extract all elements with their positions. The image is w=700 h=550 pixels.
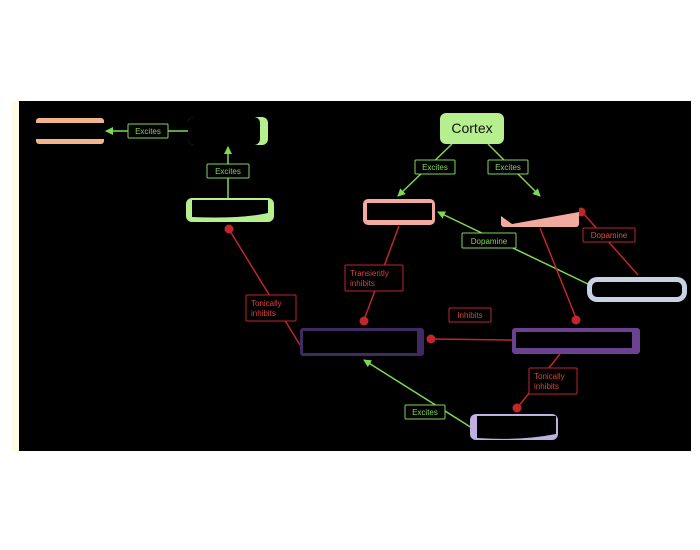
svg-text:Excites: Excites <box>135 127 161 136</box>
label-excites-top-left: Excites <box>127 123 169 139</box>
label-excites-cortex-right: Excites <box>487 159 529 175</box>
label-dopamine-red: Dopamine <box>582 227 636 243</box>
node-middle-left[interactable] <box>186 198 274 222</box>
svg-text:Excites: Excites <box>495 163 521 172</box>
node-top-left[interactable] <box>36 118 104 144</box>
edge-dopamine-red <box>582 212 639 276</box>
node-cortex[interactable]: Cortex <box>440 113 504 144</box>
node-cortex-label: Cortex <box>451 120 492 136</box>
edge-right-inhibits-down <box>539 227 577 319</box>
label-excites-cortex-left: Excites <box>414 159 456 175</box>
label-dopamine-green: Dopamine <box>461 232 517 249</box>
node-right-purple[interactable] <box>512 328 640 354</box>
node-cortex-right-target[interactable] <box>501 198 579 227</box>
label-tonically-inhibits-left: Tonically inhibits <box>245 294 297 322</box>
svg-text:Inhibits: Inhibits <box>457 311 482 320</box>
svg-text:Excites: Excites <box>422 163 448 172</box>
edge-right-inhibits-down-end <box>571 315 581 325</box>
node-cortex-left-target[interactable] <box>363 199 435 225</box>
svg-text:Tonically inhibits: Tonically inhibits <box>251 299 284 318</box>
edge-tonically-inhibits-left <box>229 230 301 346</box>
edge-inhibits-middle <box>431 338 513 341</box>
label-excites-bottom: Excites <box>404 404 446 420</box>
label-inhibits-middle: Inhibits <box>448 307 492 323</box>
edge-tonically-inhibits-left-end <box>224 224 234 234</box>
edge-transiently-inhibits-end <box>359 316 369 326</box>
label-tonically-inhibits-right: Tonically inhibits <box>528 367 578 395</box>
svg-text:Excites: Excites <box>215 167 241 176</box>
svg-text:Transiently inhibits: Transiently inhibits <box>350 269 391 288</box>
node-bottom-lavender[interactable] <box>470 414 558 440</box>
edge-inhibits-middle-end <box>426 334 436 344</box>
svg-text:Dopamine: Dopamine <box>591 231 628 240</box>
node-top-middle-left[interactable] <box>188 117 268 145</box>
svg-text:Dopamine: Dopamine <box>471 237 508 246</box>
svg-text:Tonically inhibits: Tonically inhibits <box>534 372 567 391</box>
edge-tonically-inhibits-right-end <box>512 403 522 413</box>
label-transiently-inhibits: Transiently inhibits <box>344 264 404 292</box>
left-margin-strip <box>12 101 20 451</box>
edge-excites-bottom <box>363 359 473 429</box>
node-middle-purple[interactable] <box>300 328 424 356</box>
node-right-blue[interactable] <box>587 277 687 302</box>
svg-text:Excites: Excites <box>412 408 438 417</box>
label-excites-vertical: Excites <box>206 163 250 179</box>
